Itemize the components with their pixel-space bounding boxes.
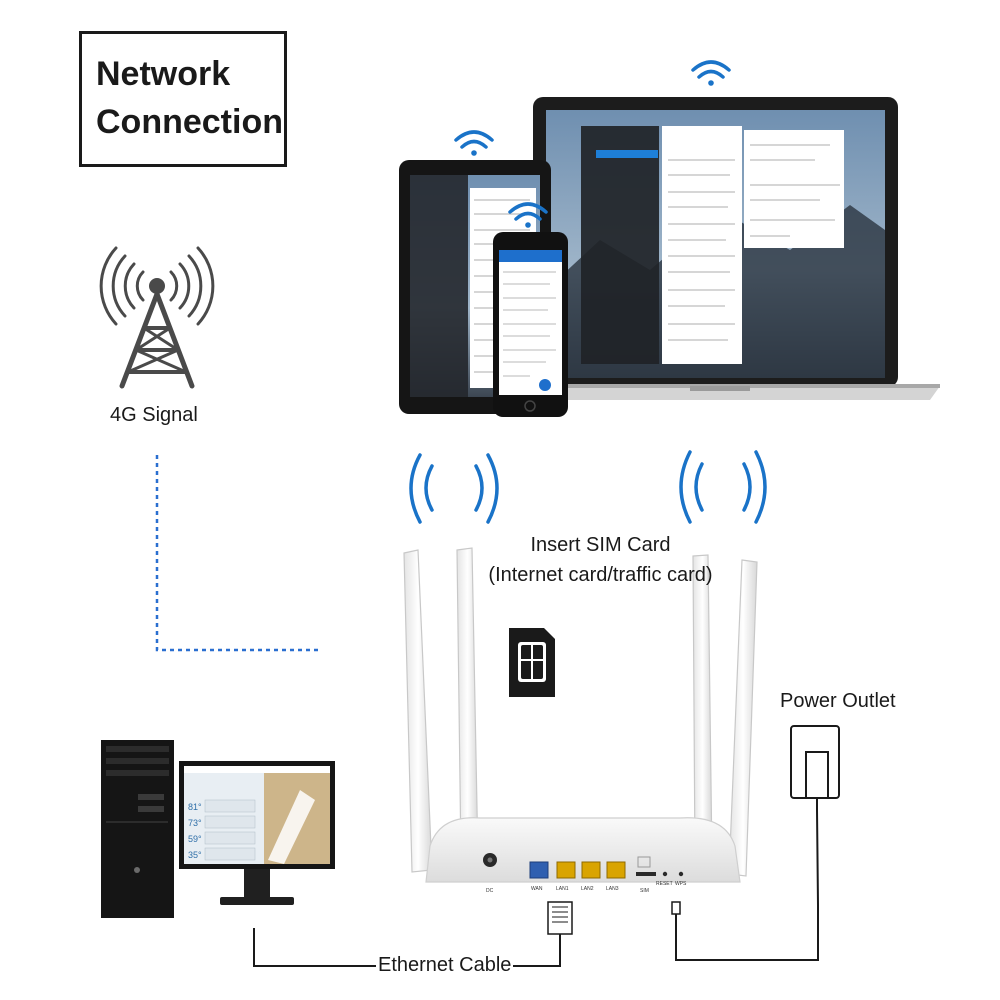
port-label-lan3: LAN3 [606, 886, 619, 892]
monitor-temp-3: 59° [188, 834, 202, 844]
desktop-tower [101, 740, 174, 918]
title-line-1: Network [96, 55, 231, 93]
power-outlet-icon [671, 725, 840, 961]
signal-waves-left [409, 453, 499, 524]
router-antennas [403, 547, 758, 877]
wifi-icon-tablet [454, 130, 494, 156]
phone-device [493, 232, 568, 417]
wifi-icon-laptop [691, 60, 731, 86]
port-label-lan1: LAN1 [556, 886, 569, 892]
wifi-icon-phone [508, 202, 548, 228]
port-label-sim: SIM [640, 888, 649, 894]
monitor-temp-1: 81° [188, 802, 202, 812]
laptop-device [520, 97, 940, 400]
monitor-temp-2: 73° [188, 818, 202, 828]
monitor-temp-4: 35° [188, 850, 202, 860]
sim-label: Insert SIM Card (Internet card/traffic c… [468, 530, 733, 590]
router-device: DC WAN LAN1 LAN2 LAN3 SIM RESET WPS [403, 547, 758, 894]
port-label-wan: WAN [531, 886, 543, 892]
power-outlet-label: Power Outlet [780, 690, 896, 712]
port-label-reset: RESET [656, 881, 673, 887]
desktop-monitor: 81° 73° 59° 35° [179, 761, 335, 905]
signal-waves-right [679, 450, 767, 524]
sim-card-icon [509, 628, 555, 697]
title-box: Network Connection [79, 31, 287, 167]
signal-label: 4G Signal [110, 404, 198, 426]
cell-tower-icon [99, 246, 215, 389]
port-label-wps: WPS [675, 881, 687, 887]
sim-label-line-1: Insert SIM Card [530, 534, 671, 556]
port-label-lan2: LAN2 [581, 886, 594, 892]
title-line-2: Connection [96, 103, 283, 141]
sim-label-line-2: (Internet card/traffic card) [488, 564, 713, 586]
port-label-dc: DC [486, 888, 494, 894]
ethernet-cable-label: Ethernet Cable [376, 954, 514, 977]
signal-dashed-line [155, 455, 320, 652]
